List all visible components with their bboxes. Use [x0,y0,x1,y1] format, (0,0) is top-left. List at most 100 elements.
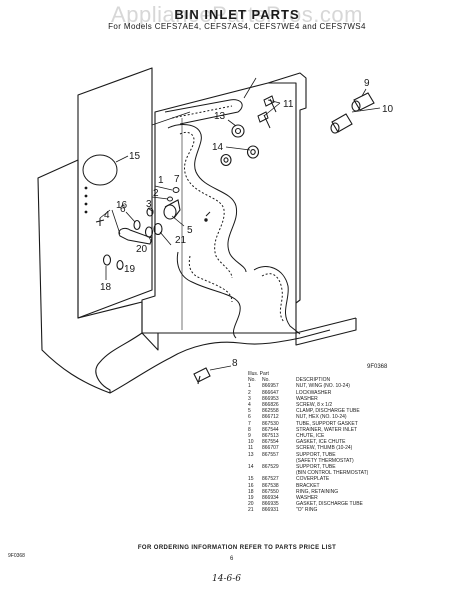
washer-part-3 [146,207,154,217]
table-row: 7 867530 TUBE, SUPPORT GASKET [248,421,470,427]
callout-14: 14 [212,142,224,153]
thumb-screw-part-11 [263,95,277,113]
description-cell: NUT, WING (NO. 10-24) [296,383,350,390]
callout-3: 3 [146,199,152,210]
watermark: AppliancePartsPros.com [111,2,363,27]
callout-6: 6 [120,204,126,215]
description-cell: BRACKET [296,482,320,489]
part-no-cell: 867530 [262,420,279,427]
page-subtitle: For Models CEFS7AE4, CEFS7AS4, CEFS7WE4 … [108,22,366,31]
description-cell: CLAMP, DISCHARGE TUBE [296,408,360,415]
description-cell: STRAINER, WATER INLET [296,426,358,433]
description-cell: RING, RETAINING [296,488,339,495]
retaining-ring-part-18 [102,254,112,266]
part-no-cell: 866707 [262,445,279,452]
part-no-cell: 866931 [262,507,279,514]
description-cell: SUPPORT, TUBE [296,464,336,471]
liner-center-panel [141,82,297,351]
callout-15: 15 [129,151,141,162]
illus-no-cell: 19 [248,495,254,502]
callout-21: 21 [175,235,187,246]
illus-no-cell: 13 [248,451,254,458]
tube-support-part-14 [246,145,260,159]
table-row: 8 867544 STRAINER, WATER INLET [248,427,470,433]
parts-table-header: No. No. DESCRIPTION [248,377,470,383]
table-row: (SAFETY THERMOSTAT) [248,458,470,464]
illus-no-cell: 1 [248,383,251,390]
ordering-note: FOR ORDERING INFORMATION REFER TO PARTS … [137,545,337,551]
illus-no-cell: 18 [248,488,254,495]
part-no-cell: 867557 [262,451,279,458]
description-cell: NUT, HEX (NO. 10-24) [296,414,347,421]
table-row: 1 866957 NUT, WING (NO. 10-24) [248,383,470,389]
part-no-cell: 867554 [262,439,279,446]
lockwasher-part-2 [167,196,173,202]
description-cell: LOCKWASHER [296,389,332,396]
description-cell: WASHER [296,495,318,502]
illus-no-cell: 5 [248,408,251,415]
callout-20: 20 [136,244,148,255]
callout-1: 1 [158,175,164,186]
discharge-tube-gasket [167,124,247,273]
table-row: 18 867550 RING, RETAINING [248,489,470,495]
callout-13: 13 [214,111,226,122]
header-description: DESCRIPTION [296,377,331,384]
part-no-cell: 867527 [262,476,279,483]
strainer-part-8 [193,367,211,385]
part-no-cell: 867550 [262,488,279,495]
ice-chute-part-9 [353,92,375,111]
description-cell: CHUTE, ICE [296,433,325,440]
illus-no-cell: 8 [248,426,251,433]
description-cell: SUPPORT, TUBE [296,451,336,458]
handwritten-note: 14-6-6 [212,574,241,584]
o-ring-part-21 [153,222,163,236]
illus-no-cell: 7 [248,420,251,427]
description-cell: (BIN CONTROL THERMOSTAT) [296,470,369,477]
bracket-part-16 [118,227,153,245]
part-no-cell: 866647 [262,389,279,396]
illus-no-cell: 3 [248,395,251,402]
gasket-lower-ribbon [176,251,241,339]
description-cell: (SAFETY THERMOSTAT) [296,457,354,464]
table-row: (BIN CONTROL THERMOSTAT) [248,470,470,476]
table-row: 13 867557 SUPPORT, TUBE [248,452,470,458]
illus-no-cell: 21 [248,507,254,514]
part-no-cell: 866957 [262,383,279,390]
part-no-cell: 867529 [262,464,279,471]
illus-no-cell: 14 [248,464,254,471]
page-title: BIN INLET PARTS [174,7,300,22]
nut-part-6 [133,219,141,231]
illus-no-cell: 4 [248,402,251,409]
description-cell: "O" RING [296,507,318,514]
table-row: 3 866953 WASHER [248,396,470,402]
part-no-cell: 866712 [262,414,279,421]
illus-no-cell: 20 [248,501,254,508]
description-cell: SCREW, 8 x 1/2 [296,402,333,409]
part-no-cell: 866953 [262,395,279,402]
coverplate [82,154,118,186]
illus-no-cell: 10 [248,439,254,446]
table-row: 10 867554 GASKET, ICE CHUTE [248,439,470,445]
illus-no-cell: 16 [248,482,254,489]
liner-back-wall [77,67,153,319]
screw-part-4 [95,218,105,226]
description-cell: TUBE, SUPPORT GASKET [296,420,358,427]
description-cell: WASHER [296,395,318,402]
description-cell: GASKET, ICE CHUTE [296,439,346,446]
part-no-cell: 867544 [262,426,279,433]
illus-no-cell: 11 [248,445,254,452]
part-no-cell: 866826 [262,402,279,409]
bottom-code: 9F0368 [8,553,25,559]
table-row: 21 866931 "O" RING [248,507,470,513]
callout-5: 5 [187,225,193,236]
gasket-right-ribbon [253,266,301,335]
illus-no-cell: 9 [248,433,251,440]
